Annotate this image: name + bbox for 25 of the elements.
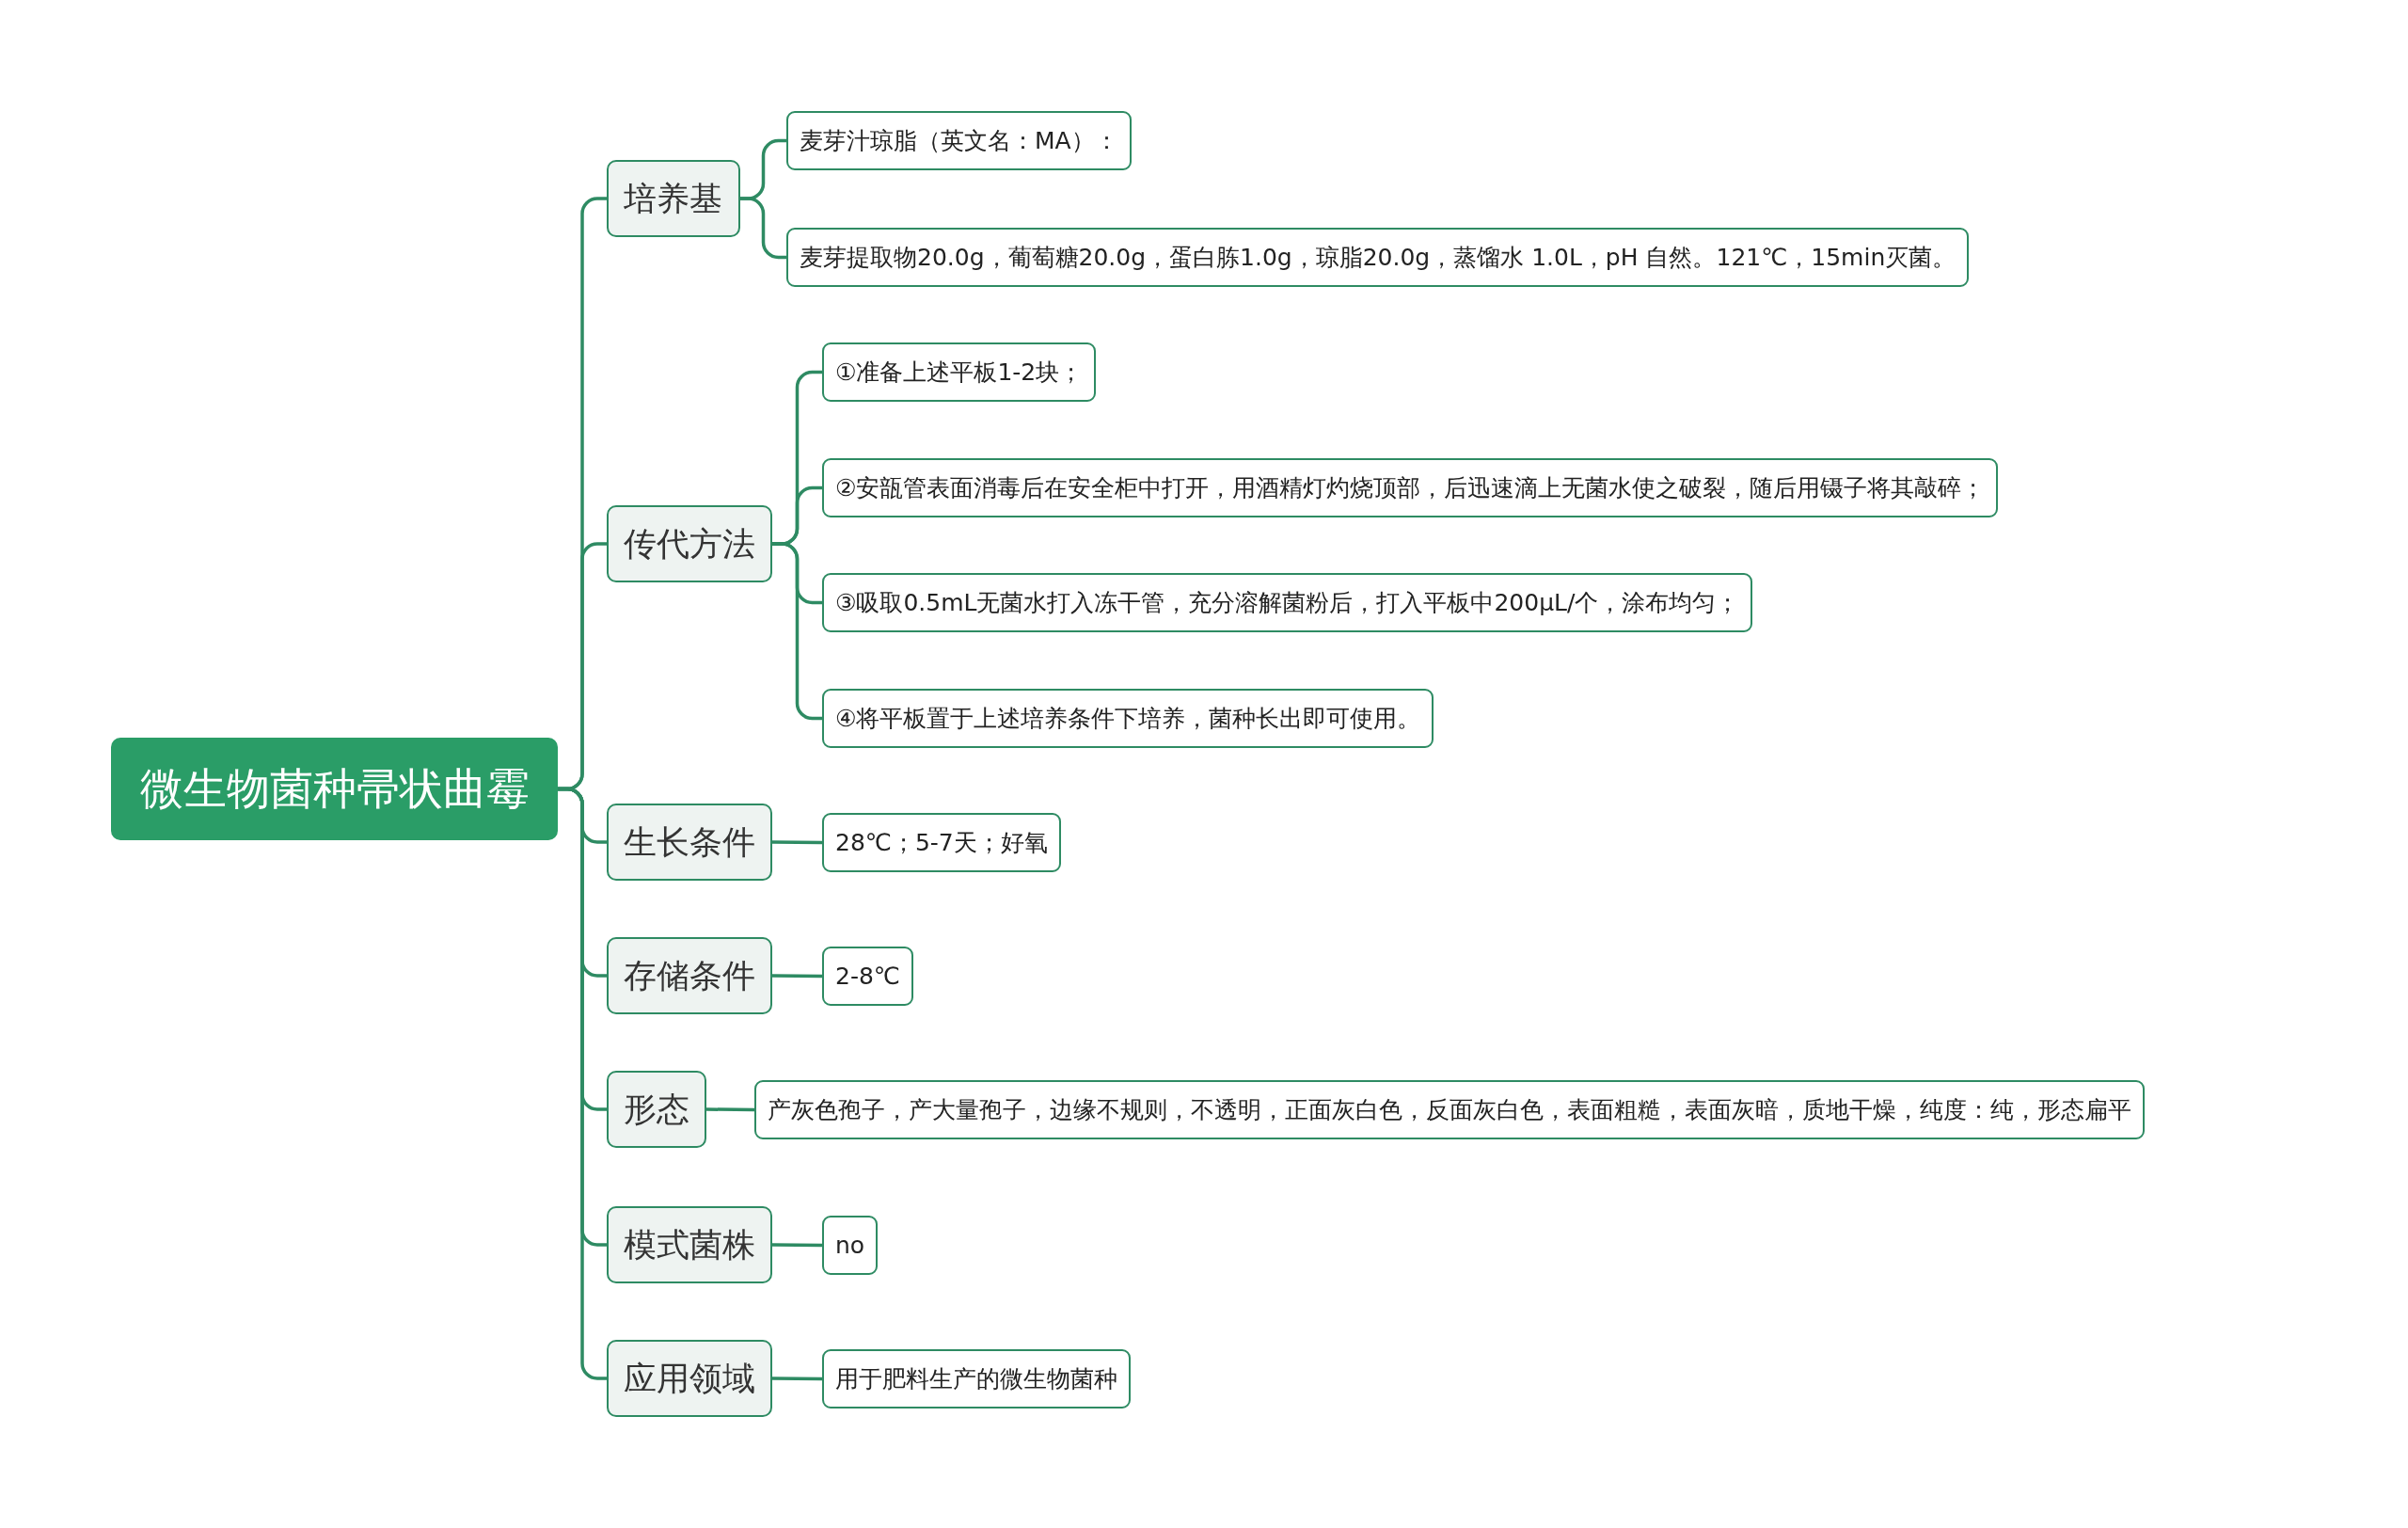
branch-topic: 生长条件 bbox=[607, 804, 772, 881]
connector-line bbox=[772, 974, 822, 979]
connector-line bbox=[706, 1107, 754, 1112]
leaf-topic: 用于肥料生产的微生物菌种 bbox=[822, 1349, 1131, 1409]
leaf-topic: ④将平板置于上述培养条件下培养，菌种长出即可使用。 bbox=[822, 689, 1434, 748]
leaf-topic: ③吸取0.5mL无菌水打入冻干管，充分溶解菌粉后，打入平板中200μL/个，涂布均匀； bbox=[822, 573, 1753, 632]
branch-topic: 形态 bbox=[607, 1071, 706, 1148]
branch-topic: 存储条件 bbox=[607, 937, 772, 1014]
branch-topic: 培养基 bbox=[607, 160, 740, 237]
leaf-topic: ②安瓿管表面消毒后在安全柜中打开，用酒精灯灼烧顶部，后迅速滴上无菌水使之破裂，随后用镊子将其敲碎； bbox=[822, 458, 1999, 517]
branch-topic: 传代方法 bbox=[607, 505, 772, 582]
leaf-topic: 麦芽提取物20.0g，葡萄糖20.0g，蛋白胨1.0g，琼脂20.0g，蒸馏水 1.0L，pH 自然。121℃，15min灭菌。 bbox=[786, 228, 1970, 287]
leaf-topic: 产灰色孢子，产大量孢子，边缘不规则，不透明，正面灰白色，反面灰白色，表面粗糙，表面灰暗，质地干燥，纯度：纯，形态扁平 bbox=[754, 1080, 2145, 1139]
connector-line bbox=[772, 542, 822, 721]
leaf-topic: 麦芽汁琼脂（英文名：MA）： bbox=[786, 111, 1132, 170]
branch-topic: 应用领域 bbox=[607, 1340, 772, 1417]
leaf-topic: ①准备上述平板1-2块； bbox=[822, 342, 1097, 402]
leaf-topic: no bbox=[822, 1216, 879, 1275]
connector-line bbox=[772, 1377, 822, 1381]
root-topic: 微生物菌种帚状曲霉 bbox=[111, 738, 558, 840]
leaf-topic: 28℃；5-7天；好氧 bbox=[822, 813, 1061, 872]
branch-topic: 模式菌株 bbox=[607, 1206, 772, 1283]
connector-line bbox=[772, 840, 822, 845]
connector-line bbox=[772, 1243, 822, 1248]
leaf-topic: 2-8℃ bbox=[822, 947, 913, 1006]
